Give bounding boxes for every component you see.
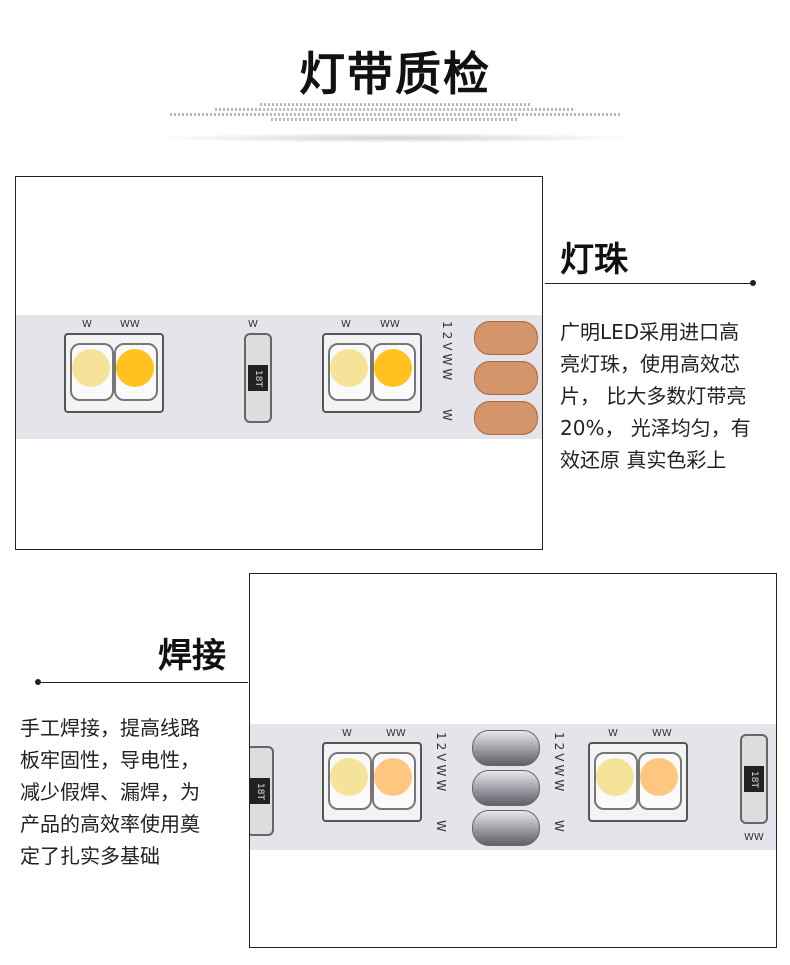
w-label: W [434,820,448,835]
cool-led-dot [330,349,368,387]
copper-pad [474,361,538,395]
voltage-label: 12VWW [552,732,566,795]
title-shadow [150,133,640,143]
soldered-strip: 18T W WW 12VWW W 12VWW W W WW 18T WW [250,724,776,850]
led-strip: W WW W 18T W WW 12VWW W [16,315,542,439]
cool-led-dot [596,758,634,796]
ww-label: WW [744,832,764,843]
voltage-label: 12VWW [434,732,448,795]
section1-rule-dot [750,280,756,286]
solder-joint [472,770,540,806]
section1-description: 广明LED采用进口高 亮灯珠，使用高效芯 片， 比大多数灯带亮 20%， 光泽均… [560,320,751,472]
led-photo-frame: W WW W 18T W WW 12VWW W [15,176,543,550]
ww-label: WW [386,728,406,739]
solder-joint [472,810,540,846]
w-label: W [82,319,92,330]
resistor: 18T [244,333,272,423]
ww-label: WW [652,728,672,739]
w-label: W [342,728,352,739]
solder-joint [472,730,540,766]
resistor-code: 18T [250,778,270,804]
w-label: W [608,728,618,739]
title-decoration [170,103,620,123]
section2-rule [38,682,248,683]
smd-led-1 [64,333,164,413]
smd-led-1 [322,742,422,822]
resistor: 18T [250,746,274,836]
w-label: W [552,820,566,835]
warm-led-dot [374,349,412,387]
ww-label: WW [380,319,400,330]
warm-led-dot [374,758,412,796]
copper-pad [474,401,538,435]
ww-label: WW [120,319,140,330]
resistor: 18T [740,734,768,824]
w-label: W [248,319,258,330]
resistor-code: 18T [248,365,268,391]
warm-led-dot [640,758,678,796]
smd-led-2 [322,333,422,413]
section2-rule-dot [35,679,41,685]
solder-photo-frame: 18T W WW 12VWW W 12VWW W W WW 18T WW [249,573,777,948]
warm-led-dot [116,349,154,387]
w-label: W [440,409,454,424]
cool-led-dot [72,349,110,387]
section1-rule [545,283,753,284]
smd-led-2 [588,742,688,822]
section2-description: 手工焊接，提高线路 板牢固性，导电性， 减少假焊、漏焊，为 产品的高效率使用奠 … [20,716,200,868]
resistor-code: 18T [744,766,764,792]
w-label: W [341,319,351,330]
voltage-label: 12VWW [440,321,454,384]
section1-heading: 灯珠 [560,240,628,280]
page-title: 灯带质检 [299,47,491,101]
copper-pad [474,321,538,355]
section2-heading: 焊接 [158,636,226,676]
cool-led-dot [330,758,368,796]
